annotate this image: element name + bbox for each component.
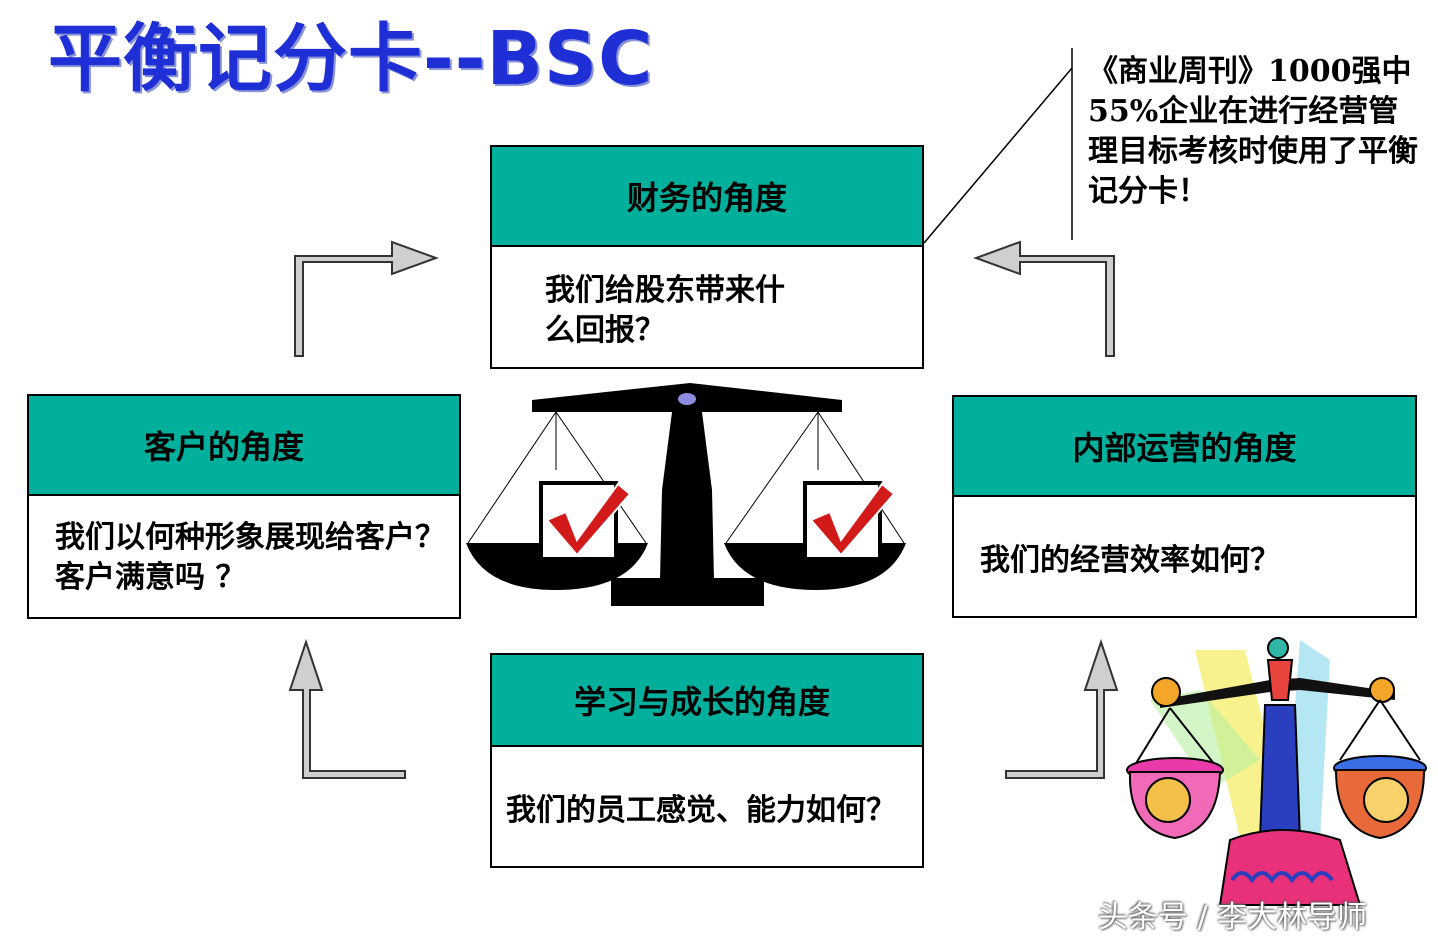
customer-question: 我们以何种形象展现给客户？客户满意吗 ？ (55, 520, 445, 595)
watermark: 头条号 / 李大林导师 (1098, 900, 1368, 935)
arrow-up-left-icon (973, 240, 1115, 357)
callout-line-diagonal (923, 67, 1073, 244)
customer-heading: 客户的角度 (29, 396, 459, 496)
libra-figure-icon (1126, 637, 1427, 906)
finance-perspective-box: 财务的角度 我们给股东带来什么回报？ (490, 145, 924, 369)
checkmark-right-icon (809, 482, 896, 557)
finance-heading: 财务的角度 (492, 147, 922, 247)
arrow-up-right-icon (294, 240, 439, 357)
learning-heading: 学习与成长的角度 (492, 655, 922, 747)
learning-question: 我们的员工感觉、能力如何？ (506, 793, 896, 828)
balance-scale-icon (466, 383, 906, 606)
page-title: 平衡记分卡--BSC (48, 16, 654, 102)
arrow-right-up-icon (1005, 638, 1119, 779)
arrow-left-up-icon (288, 638, 406, 779)
finance-question: 我们给股东带来什么回报？ (545, 273, 785, 348)
internal-heading: 内部运营的角度 (954, 397, 1415, 497)
customer-perspective-box: 客户的角度 我们以何种形象展现给客户？客户满意吗 ？ (27, 394, 461, 619)
checkmark-left-icon (545, 482, 632, 557)
learning-perspective-box: 学习与成长的角度 我们的员工感觉、能力如何？ (490, 653, 924, 868)
internal-perspective-box: 内部运营的角度 我们的经营效率如何？ (952, 395, 1417, 618)
callout-note: 《商业周刊》1000强中55%企业在进行经营管理目标考核时使用了平衡记分卡！ (1088, 54, 1418, 209)
internal-question: 我们的经营效率如何？ (980, 543, 1280, 578)
